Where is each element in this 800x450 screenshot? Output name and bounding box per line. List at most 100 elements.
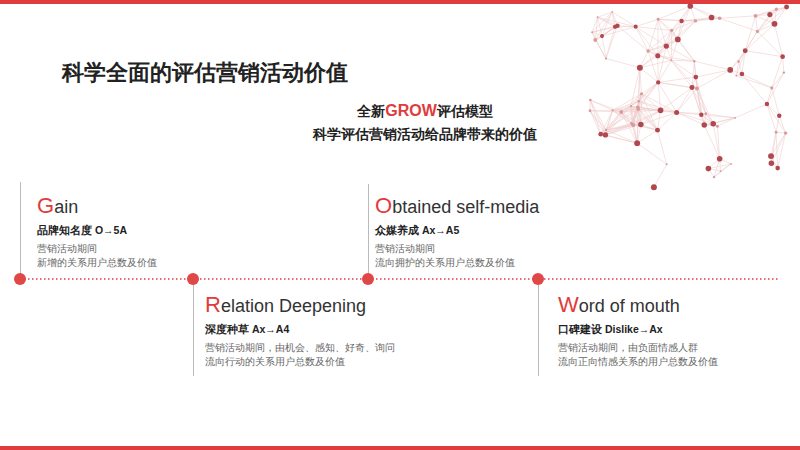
text-row: 营销活动期间，由机会、感知、好奇、询问 流向行动的关系用户总数及价值: [205, 341, 435, 368]
network-link: [632, 109, 639, 123]
network-link: [592, 32, 606, 58]
network-link: [704, 125, 719, 159]
network-link: [657, 56, 658, 83]
network-link: [677, 88, 697, 112]
stem-line: [193, 279, 194, 376]
network-link: [742, 74, 767, 104]
network-link: [636, 27, 658, 56]
network-dot: [679, 19, 684, 24]
network-link: [639, 101, 677, 112]
network-link: [661, 88, 692, 111]
network-link: [690, 6, 719, 18]
network-dot: [709, 15, 715, 21]
network-link: [776, 116, 779, 133]
network-link: [757, 31, 782, 56]
network-link: [771, 133, 785, 163]
network-link: [783, 57, 784, 73]
text-group: Relation Deepening深度种草 Ax→A4营销活动期间，由机会、感…: [205, 292, 435, 368]
network-link: [636, 27, 672, 31]
network-dot: [694, 19, 697, 22]
network-link: [671, 60, 694, 62]
network-dot: [591, 31, 593, 33]
network-link: [640, 56, 658, 68]
network-dot: [694, 75, 699, 80]
network-dot: [658, 108, 664, 114]
network-dot: [784, 5, 789, 10]
network-link: [621, 109, 638, 112]
stem-line: [368, 184, 369, 279]
network-link: [697, 88, 713, 123]
network-dot: [637, 65, 643, 71]
heading-initial: R: [205, 292, 221, 317]
network-link: [638, 68, 640, 108]
network-dot: [718, 16, 722, 20]
network-link: [742, 51, 745, 74]
network-link: [641, 112, 677, 124]
network-dot: [734, 117, 736, 119]
network-link: [605, 112, 621, 135]
timeline-dot: [187, 273, 199, 285]
network-dot: [695, 87, 699, 91]
network-link: [672, 6, 691, 30]
network-link: [696, 70, 730, 77]
network-link: [606, 59, 640, 68]
text-row: 深度种草 Ax→A4: [205, 319, 435, 337]
network-link: [736, 51, 745, 76]
network-dot: [600, 34, 604, 38]
network-link: [595, 27, 615, 40]
metric-label: 深度种草 Ax→A4: [205, 323, 289, 335]
text-group: Gain品牌知名度 O→5A营销活动期间 新增的关系用户总数及价值: [37, 193, 237, 269]
network-dot: [693, 60, 695, 62]
network-dot: [783, 71, 785, 73]
network-link: [756, 16, 775, 24]
network-link: [767, 104, 776, 132]
network-dot: [634, 140, 640, 146]
network-link: [590, 111, 601, 134]
network-link: [745, 16, 755, 51]
network-link: [677, 88, 692, 113]
text-row: 营销活动期间，由负面情感人群 流向正向情感关系的用户总数及价值: [558, 341, 778, 368]
network-dot: [710, 121, 716, 127]
metric-label: 众媒养成 Ax→A5: [375, 224, 459, 236]
network-dot: [689, 85, 694, 90]
timeline: [20, 278, 780, 280]
network-dot: [704, 112, 707, 115]
network-dot: [634, 25, 638, 29]
network-dot: [605, 129, 608, 132]
metric-label: 品牌知名度 O→5A: [37, 224, 127, 236]
network-dot: [740, 72, 745, 77]
text-row: Gain: [37, 193, 237, 219]
subtitle-text: 科学评估营销活动给品牌带来的价值: [313, 126, 537, 142]
network-link: [658, 82, 660, 110]
stem-line: [20, 182, 21, 279]
network-link: [694, 61, 730, 70]
network-dot: [640, 92, 643, 95]
network-dot: [630, 122, 633, 125]
network-link: [778, 133, 786, 168]
network-dot: [655, 128, 660, 133]
subtitle-text: 全新: [357, 103, 385, 119]
subtitle-highlight: GROW: [385, 102, 437, 119]
network-dot: [720, 170, 722, 172]
heading-initial: G: [37, 193, 54, 218]
network-link: [637, 130, 657, 143]
network-link: [638, 109, 676, 112]
network-link: [638, 107, 677, 112]
network-link: [714, 164, 731, 177]
network-link: [658, 112, 677, 130]
description-text: 营销活动期间，由负面情感人群 流向正向情感关系的用户总数及价值: [558, 341, 730, 368]
network-link: [775, 7, 787, 24]
timeline-dot: [362, 273, 374, 285]
network-illustration: [589, 3, 789, 190]
network-dot: [611, 11, 613, 13]
network-link: [735, 104, 767, 118]
heading-initial: W: [558, 292, 579, 317]
network-link: [714, 159, 720, 177]
network-dot: [674, 110, 679, 115]
stem-line: [538, 279, 539, 376]
network-link: [636, 27, 648, 51]
timeline-dot: [14, 273, 26, 285]
network-dot: [777, 113, 781, 117]
network-link: [637, 143, 666, 164]
network-link: [641, 110, 661, 124]
